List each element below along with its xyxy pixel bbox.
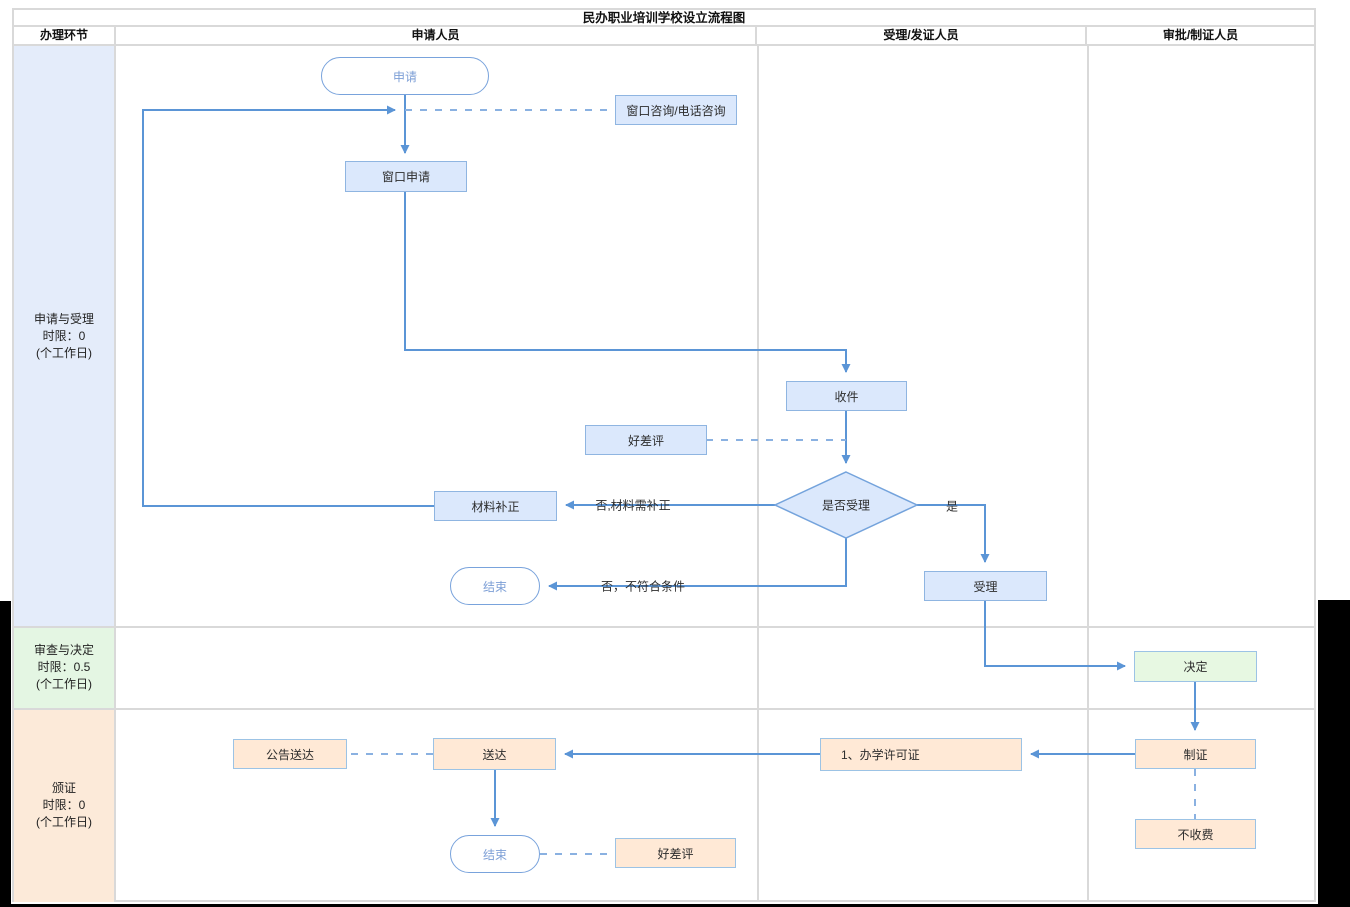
stage-label-line: 申请与受理 xyxy=(33,311,94,326)
decision-diamond-shape xyxy=(773,471,919,539)
lane-header-applicant: 申请人员 xyxy=(116,27,757,44)
screen-edge-bottom xyxy=(0,904,1350,907)
lane-header-approver: 审批/制证人员 xyxy=(1162,28,1239,42)
edge-decision-to-end-first xyxy=(548,538,847,591)
lane-divider xyxy=(757,46,759,902)
lane-header-row: 办理环节 申请人员 受理/发证人员 审批/制证人员 xyxy=(14,27,1314,46)
edge-label-no-not-qualified: 否，不符合条件 xyxy=(600,579,686,594)
screen-edge-right xyxy=(1318,600,1350,907)
lane-divider xyxy=(1087,46,1089,902)
edge-correction-loop-back xyxy=(142,105,434,507)
flow-node-announce-deliver: 公告送达 xyxy=(233,739,347,769)
flow-node-end-second: 结束 xyxy=(450,835,540,873)
flow-node-decision-label: 是否受理 xyxy=(821,498,871,513)
stage-cell-apply-accept: 申请与受理 时限：0 (个工作日) xyxy=(14,46,116,626)
edge-accept-to-decide xyxy=(984,601,1126,671)
flow-node-make-cert: 制证 xyxy=(1135,739,1256,769)
lane-header-stage: 办理环节 xyxy=(14,27,116,44)
solid-connectors xyxy=(142,95,1200,827)
edge-label-no-need-correction: 否,材料需补正 xyxy=(595,498,671,513)
stage-cell-certify: 颁证 时限：0 (个工作日) xyxy=(14,708,116,902)
flow-node-material-correction: 材料补正 xyxy=(434,491,557,521)
flow-node-no-fee: 不收费 xyxy=(1135,819,1256,849)
edge-decision-to-accept xyxy=(917,504,990,563)
flow-node-consult: 窗口咨询/电话咨询 xyxy=(615,95,737,125)
page-title: 民办职业培训学校设立流程图 xyxy=(14,10,1314,27)
edge-label-yes: 是 xyxy=(945,499,959,514)
flow-node-deliver: 送达 xyxy=(433,738,556,770)
row-divider xyxy=(14,626,1314,628)
dashed-connectors xyxy=(347,109,1196,855)
flow-node-decide: 决定 xyxy=(1134,651,1257,682)
flow-node-accept: 受理 xyxy=(924,571,1047,601)
lane-header-acceptor: 受理/发证人员 xyxy=(757,27,1087,44)
stage-label-line: 审查与决定 xyxy=(33,642,94,657)
flow-node-start: 申请 xyxy=(321,57,489,95)
flow-node-license: 1、办学许可证 xyxy=(820,738,1022,771)
flow-node-receive: 收件 xyxy=(786,381,907,411)
stage-label-line: 颁证 xyxy=(51,780,76,795)
stage-label-line: (个工作日) xyxy=(36,676,92,691)
stage-label-line: 时限：0 xyxy=(42,797,86,812)
flow-node-window-apply: 窗口申请 xyxy=(345,161,467,192)
edge-window-apply-to-receive xyxy=(404,192,851,373)
stage-label-line: 时限：0.5 xyxy=(37,659,91,674)
row-divider xyxy=(14,708,1314,710)
flow-node-review-bottom: 好差评 xyxy=(615,838,736,868)
stage-label-line: (个工作日) xyxy=(36,814,92,829)
stage-cell-review-decide: 审查与决定 时限：0.5 (个工作日) xyxy=(14,626,116,708)
screen-edge-left xyxy=(0,601,11,907)
stage-label-line: 时限：0 xyxy=(42,328,86,343)
flow-node-review-top: 好差评 xyxy=(585,425,707,455)
stage-label-line: (个工作日) xyxy=(36,345,92,360)
flow-node-end-first: 结束 xyxy=(450,567,540,605)
table-body: 申请与受理 时限：0 (个工作日) 审查与决定 时限：0.5 (个工作日) 颁证… xyxy=(14,46,1314,902)
